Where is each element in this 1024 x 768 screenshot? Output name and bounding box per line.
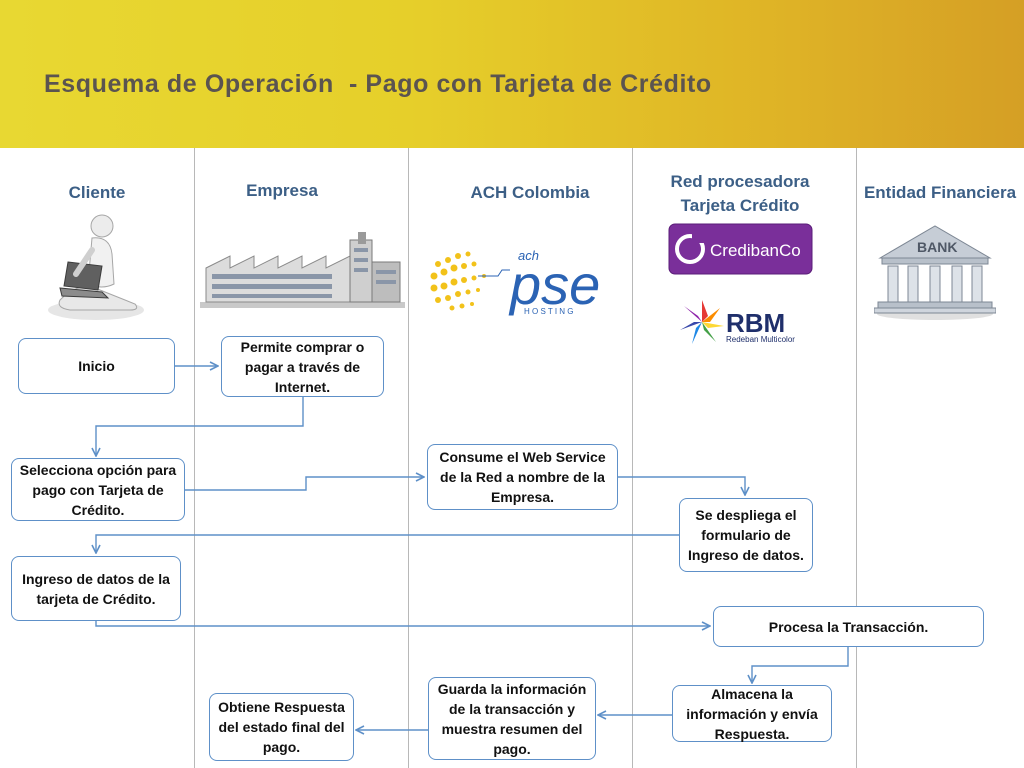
step-despliega-formulario: Se despliega el formulario de Ingreso de… (679, 498, 813, 572)
lane-heading-empresa: Empresa (246, 181, 318, 200)
header-band: Esquema de Operación - Pago con Tarjeta … (0, 0, 1024, 148)
step-guarda-informacion: Guarda la información de la transacción … (428, 677, 596, 760)
client-laptop-figure (48, 214, 144, 320)
bank-building-icon: BANK (874, 225, 996, 320)
lane-heading-red-line1: Red procesadora (670, 172, 810, 191)
rbm-star-icon (680, 300, 724, 344)
lane-divider (194, 148, 195, 768)
step-ingreso-datos: Ingreso de datos de la tarjeta de Crédit… (11, 556, 181, 621)
step-consume-web-service: Consume el Web Service de la Red a nombr… (427, 444, 618, 510)
connector-despliega-ingreso (96, 534, 680, 553)
bank-label: BANK (917, 239, 957, 255)
pse-dots-icon (430, 251, 486, 311)
credibanco-logo: CredibanCo (668, 223, 813, 275)
company-building-image (200, 232, 405, 308)
credibanco-wordmark: CredibanCo (710, 241, 801, 260)
rbm-wordmark: RBM (726, 308, 785, 338)
step-obtiene-respuesta: Obtiene Respuesta del estado final del p… (209, 693, 354, 761)
step-almacena-informacion: Almacena la información y envía Respuest… (672, 685, 832, 742)
pse-hosting-label: H O S T I N G (524, 307, 574, 316)
connector-consume-despliega (618, 476, 745, 495)
page-title: Esquema de Operación - Pago con Tarjeta … (44, 70, 712, 98)
connector-ingreso-procesa (95, 621, 710, 626)
connector-procesa-almacena (752, 647, 849, 683)
pse-logo: ach pse H O S T I N G (430, 248, 600, 316)
lane-heading-red-line2: Tarjeta Crédito (680, 196, 800, 215)
rbm-subtitle: Redeban Multicolor (726, 335, 795, 344)
pse-ach-label: ach (518, 248, 539, 263)
connector-permite-selecciona (96, 397, 304, 456)
lane-heading-red: Red procesadora Tarjeta Crédito (650, 170, 830, 218)
lane-divider (856, 148, 857, 768)
lane-heading-ach: ACH Colombia (470, 183, 590, 202)
lane-heading-entidad: Entidad Financiera (863, 183, 1017, 202)
rbm-logo: RBM Redeban Multicolor (680, 300, 795, 344)
lane-divider (632, 148, 633, 768)
lane-divider (408, 148, 409, 768)
step-procesa-transaccion: Procesa la Transacción. (713, 606, 984, 647)
lane-heading-cliente: Cliente (68, 183, 126, 202)
pse-wordmark: pse (508, 253, 600, 316)
connector-selecciona-consume (185, 477, 424, 491)
step-permite-comprar: Permite comprar o pagar a través de Inte… (221, 336, 384, 397)
step-inicio: Inicio (18, 338, 175, 394)
step-selecciona-opcion: Selecciona opción para pago con Tarjeta … (11, 458, 185, 521)
